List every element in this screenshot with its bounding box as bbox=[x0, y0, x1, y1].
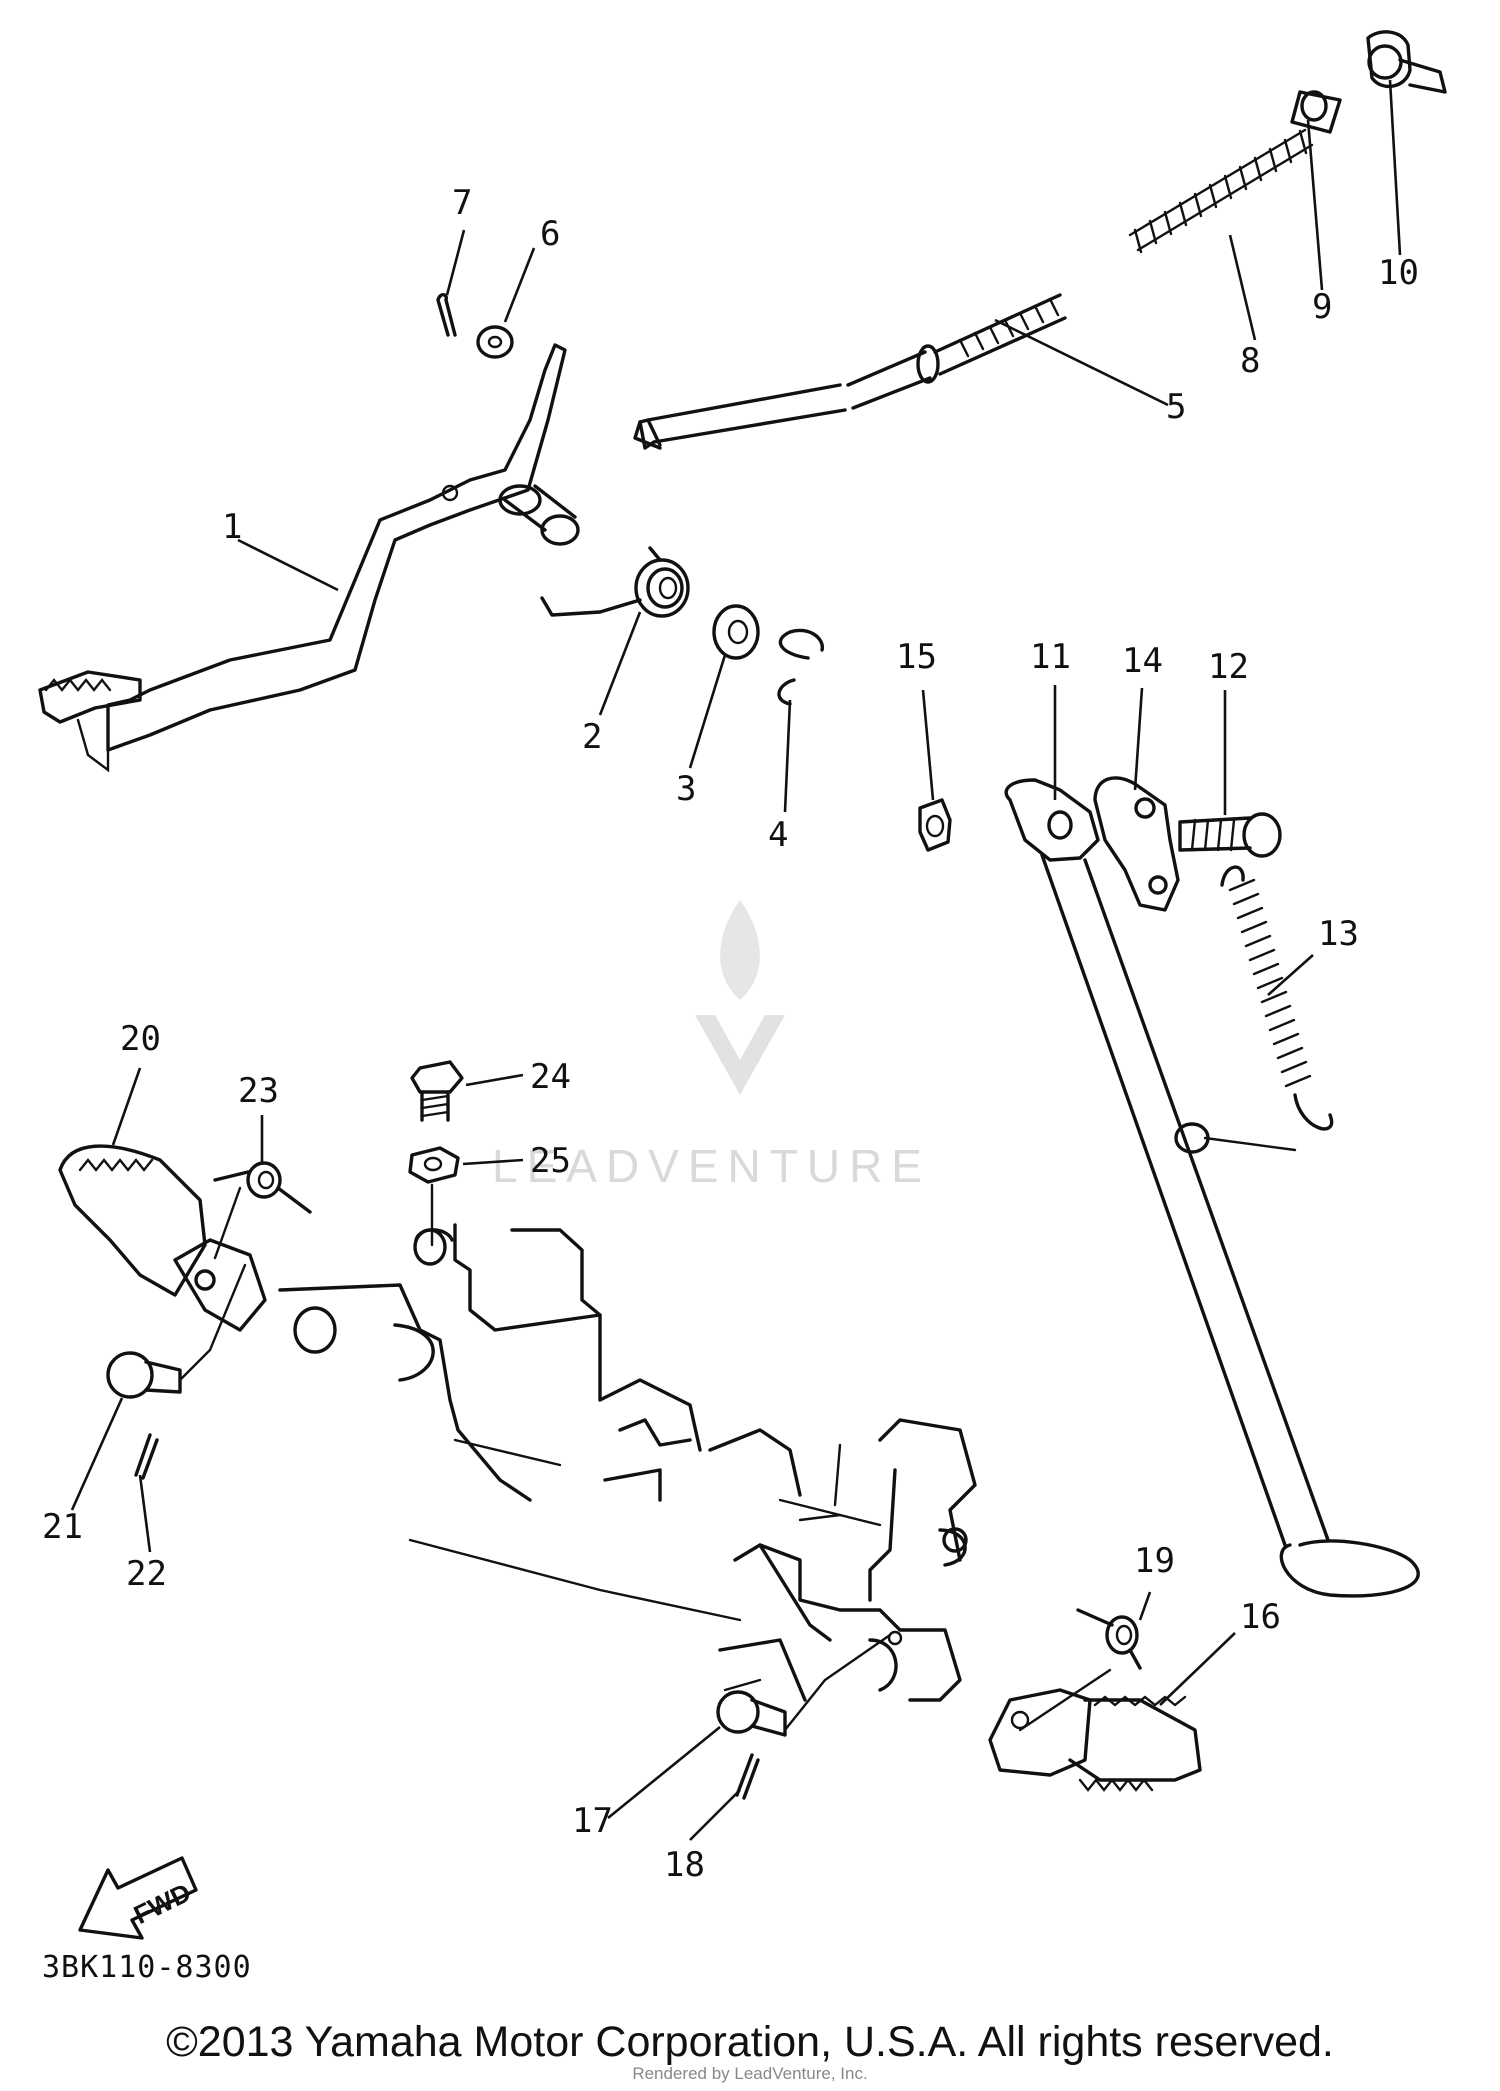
stand-mount-boss bbox=[293, 1228, 454, 1354]
callout-23: 23 bbox=[238, 1071, 279, 1111]
callout-14: 14 bbox=[1122, 641, 1163, 681]
part-4-circlip[interactable] bbox=[777, 628, 824, 706]
leader-lines bbox=[70, 79, 1402, 1841]
callout-8: 8 bbox=[1240, 341, 1260, 381]
callout-4: 4 bbox=[768, 815, 788, 855]
part-21-footrest-pin[interactable] bbox=[106, 1351, 182, 1399]
callout-1: 1 bbox=[222, 507, 242, 547]
watermark-text: LEADVENTURE bbox=[492, 1140, 931, 1192]
part-12-pivot-bolt[interactable] bbox=[1178, 812, 1282, 858]
part-1-brake-pedal[interactable] bbox=[38, 343, 580, 773]
part-25-nut[interactable] bbox=[408, 1146, 460, 1184]
part-22-cotter-pin[interactable] bbox=[134, 1433, 159, 1480]
part-2-return-spring[interactable] bbox=[540, 546, 690, 618]
callout-13: 13 bbox=[1318, 914, 1359, 954]
callout-24: 24 bbox=[530, 1057, 571, 1097]
part-16-right-footrest[interactable] bbox=[988, 1688, 1202, 1792]
callout-17: 17 bbox=[572, 1801, 613, 1841]
callout-10: 10 bbox=[1378, 253, 1419, 293]
fwd-label: FWD bbox=[129, 1877, 195, 1930]
callout-15: 15 bbox=[896, 637, 937, 677]
copyright-notice: ©2013 Yamaha Motor Corporation, U.S.A. A… bbox=[166, 2018, 1334, 2066]
part-3-washer[interactable] bbox=[712, 604, 760, 660]
callout-22: 22 bbox=[126, 1554, 167, 1594]
callout-19: 19 bbox=[1134, 1541, 1175, 1581]
diagram-code: 3BK110-8300 bbox=[42, 1950, 252, 1985]
part-9-rod-joint[interactable] bbox=[1290, 90, 1342, 134]
callout-2: 2 bbox=[582, 717, 602, 757]
part-15-nut[interactable] bbox=[918, 798, 952, 852]
part-19-footrest-spring[interactable] bbox=[1076, 1608, 1142, 1670]
callout-3: 3 bbox=[676, 769, 696, 809]
part-20-left-footrest[interactable] bbox=[58, 1144, 267, 1332]
fwd-arrow-icon: FWD bbox=[78, 1856, 198, 1940]
part-5-brake-rod[interactable] bbox=[633, 293, 1067, 450]
callout-21: 21 bbox=[42, 1507, 83, 1547]
part-23-footrest-spring[interactable] bbox=[213, 1161, 312, 1214]
callout-5: 5 bbox=[1166, 387, 1186, 427]
callout-16: 16 bbox=[1240, 1597, 1281, 1637]
render-credit: Rendered by LeadVenture, Inc. bbox=[632, 2064, 868, 2083]
part-13-stand-spring[interactable] bbox=[1174, 865, 1334, 1154]
part-17-footrest-pin[interactable] bbox=[716, 1690, 787, 1737]
part-14-stand-plate[interactable] bbox=[1093, 776, 1180, 912]
part-18-cotter-pin[interactable] bbox=[735, 1753, 760, 1800]
part-6-washer[interactable] bbox=[476, 325, 514, 359]
callout-7: 7 bbox=[452, 183, 472, 223]
callout-18: 18 bbox=[664, 1845, 705, 1885]
callout-20: 20 bbox=[120, 1019, 161, 1059]
callout-6: 6 bbox=[540, 214, 560, 254]
callout-12: 12 bbox=[1208, 647, 1249, 687]
part-10-wing-nut[interactable] bbox=[1366, 30, 1447, 94]
callout-25: 25 bbox=[530, 1141, 571, 1181]
part-24-bolt[interactable] bbox=[410, 1060, 464, 1122]
frame-bracket bbox=[278, 1223, 977, 1702]
part-8-brake-rod-spring[interactable] bbox=[1128, 128, 1314, 254]
callouts: 1 2 3 4 5 6 7 8 9 10 11 12 13 14 15 16 1… bbox=[42, 183, 1419, 1885]
part-7-cotter-pin[interactable] bbox=[436, 293, 457, 337]
callout-9: 9 bbox=[1312, 287, 1332, 327]
callout-11: 11 bbox=[1030, 637, 1071, 677]
part-11-side-stand[interactable] bbox=[1004, 778, 1420, 1598]
leadventure-watermark: LEADVENTURE bbox=[492, 900, 931, 1192]
